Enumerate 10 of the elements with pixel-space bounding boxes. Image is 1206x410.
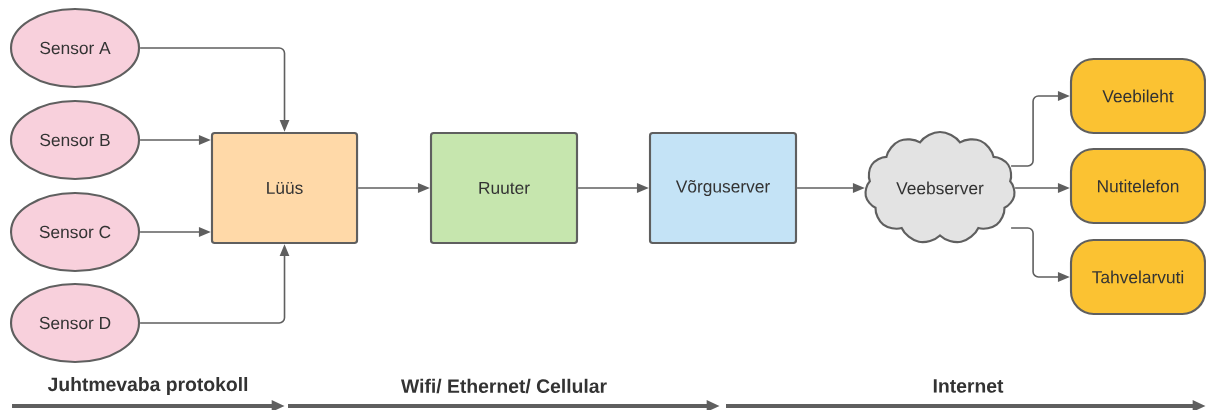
gateway-box: Lüüs bbox=[210, 131, 359, 245]
router-box: Ruuter bbox=[429, 131, 579, 245]
device-box: Nutitelefon bbox=[1069, 147, 1206, 225]
zone-label: Juhtmevaba protokoll bbox=[47, 377, 248, 395]
zone-label: Internet bbox=[933, 379, 1004, 393]
device-box: Veebileht bbox=[1069, 57, 1206, 135]
server-cloud: Veebserver bbox=[864, 130, 1016, 244]
server-box: Võrguserver bbox=[648, 131, 798, 245]
device-box: Tahvelarvuti bbox=[1069, 238, 1206, 316]
zone-label: Wifi/ Ethernet/ Cellular bbox=[401, 378, 607, 394]
